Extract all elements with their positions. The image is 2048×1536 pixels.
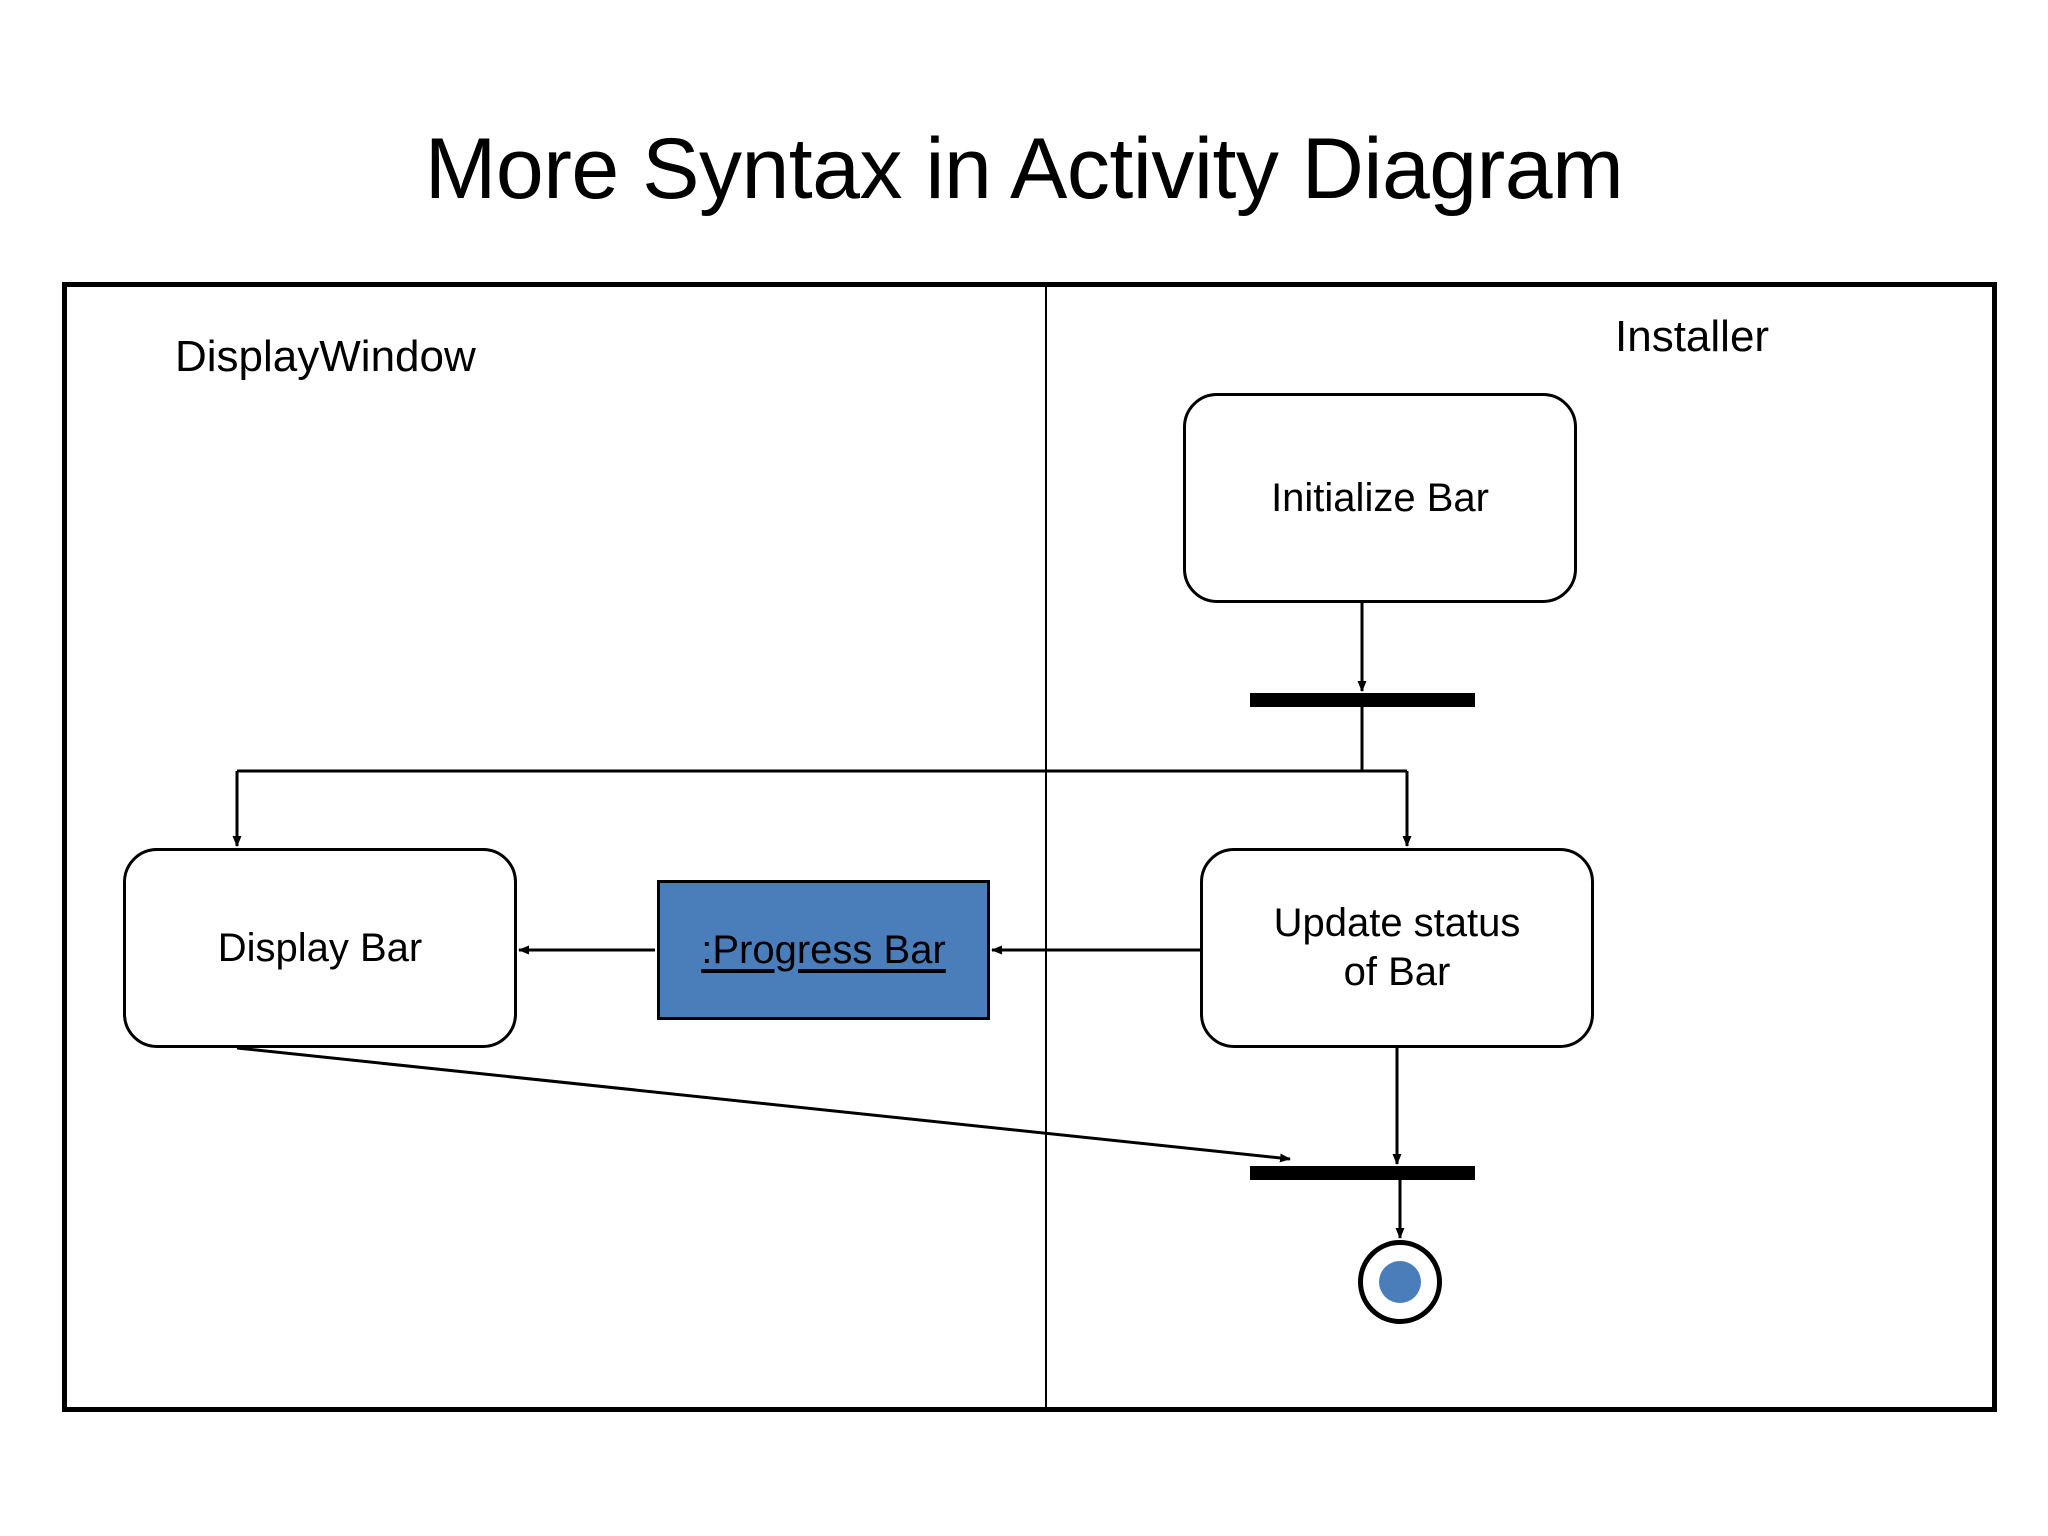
swimlane-label-installer: Installer <box>1615 312 1770 361</box>
activity-node-display-bar[interactable]: Display Bar <box>123 848 517 1048</box>
swimlane-divider <box>1045 287 1047 1407</box>
activity-node-initialize-bar[interactable]: Initialize Bar <box>1183 393 1577 603</box>
join-bar <box>1250 1166 1475 1180</box>
page-title: More Syntax in Activity Diagram <box>424 121 1624 217</box>
object-node-progress-bar[interactable]: :Progress Bar <box>657 880 990 1020</box>
activity-node-update-status-of-bar[interactable]: Update status of Bar <box>1200 848 1594 1048</box>
fork-bar <box>1250 693 1475 707</box>
activity-diagram-frame: DisplayWindow Installer <box>62 282 1997 1412</box>
edge-display-bar-to-join <box>236 1046 1291 1163</box>
activity-final-node[interactable] <box>1358 1240 1442 1324</box>
swimlane-label-display-window: DisplayWindow <box>175 332 476 381</box>
activity-final-node-inner-disc <box>1379 1261 1421 1303</box>
